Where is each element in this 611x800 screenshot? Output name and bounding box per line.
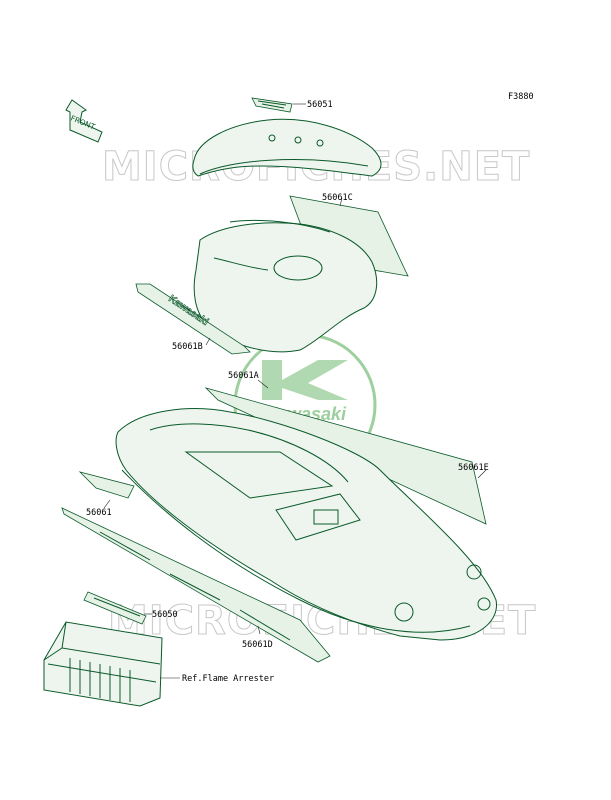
- label-56061: 56061: [86, 508, 112, 518]
- label-56050: 56050: [152, 610, 178, 620]
- hood-cover: [192, 118, 382, 177]
- decal-56051: [251, 97, 293, 113]
- label-56061a: 56061A: [228, 371, 259, 381]
- flame-arrester: [43, 621, 163, 707]
- front-arrow-icon: FRONT: [65, 99, 103, 143]
- label-56061e: 56061E: [458, 463, 489, 473]
- hull: [115, 408, 497, 641]
- label-56061b: 56061B: [172, 342, 203, 352]
- figure-code: F3880: [508, 92, 534, 102]
- decal-56061: [78, 471, 135, 499]
- label-56061c: 56061C: [322, 193, 353, 203]
- label-56061d: 56061D: [242, 640, 273, 650]
- label-ref-flame-arrester: Ref.Flame Arrester: [182, 674, 274, 684]
- label-56051: 56051: [307, 100, 333, 110]
